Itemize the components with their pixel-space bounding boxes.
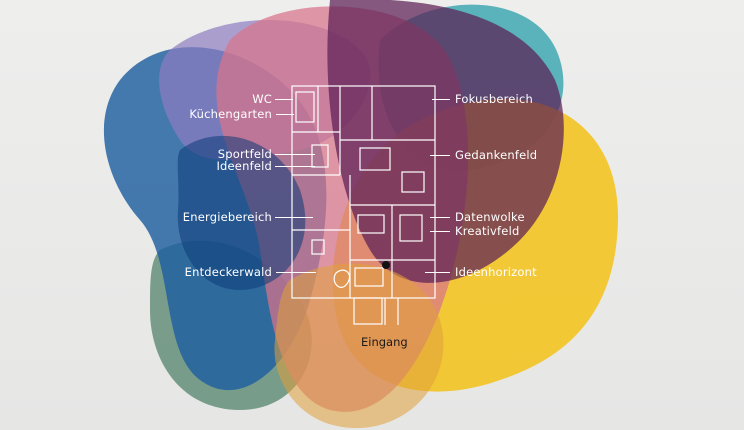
label-energiebereich: Energiebereich: [182, 210, 272, 224]
leader-wc: [275, 99, 293, 100]
leader-sportfeld: [275, 154, 315, 155]
label-datenwolke: Datenwolke: [455, 210, 525, 224]
label-gedankenfeld: Gedankenfeld: [455, 148, 538, 162]
leader-datenwolke: [430, 217, 450, 218]
leader-entdeckerwald: [276, 272, 316, 273]
leader-fokusbereich: [432, 99, 450, 100]
label-kreativfeld: Kreativfeld: [455, 224, 520, 238]
label-sportfeld: Sportfeld: [217, 147, 272, 161]
leader-gedankenfeld: [430, 155, 450, 156]
leader-energiebereich: [275, 217, 313, 218]
deep-blue-blob: [177, 135, 306, 290]
label-eingang: Eingang: [361, 335, 408, 349]
purple-blob: [327, 0, 564, 283]
label-entdeckerwald: Entdeckerwald: [184, 265, 272, 279]
leader-kreativfeld: [430, 231, 450, 232]
label-ideenfeld: Ideenfeld: [216, 159, 272, 173]
orange-blob: [274, 263, 444, 429]
leader-ideenhorizont: [425, 272, 450, 273]
label-wc: WC: [252, 92, 272, 106]
label-kuechengarten: Küchengarten: [189, 107, 272, 121]
leader-kuechengarten: [276, 114, 294, 115]
label-fokusbereich: Fokusbereich: [455, 92, 533, 106]
leader-ideenfeld: [275, 166, 315, 167]
label-ideenhorizont: Ideenhorizont: [455, 265, 537, 279]
